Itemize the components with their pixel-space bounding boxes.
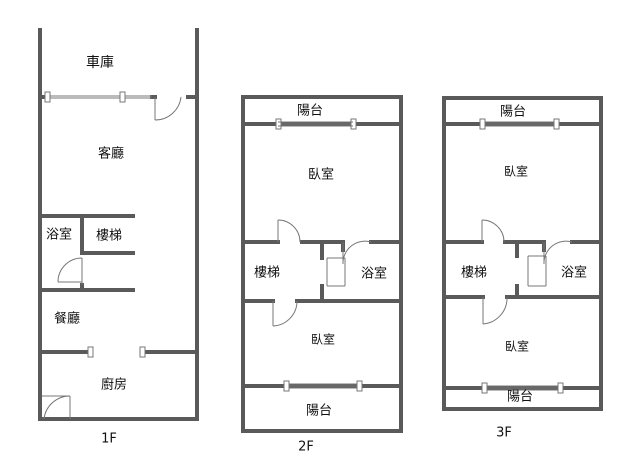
room-label-3f-bathroom: 浴室 [561,265,587,281]
room-label-3f-balcony-bottom: 陽台 [507,390,533,405]
room-label-1f-living-room: 客廳 [98,146,124,162]
room-label-3f-bedroom-bottom: 臥室 [505,339,529,354]
room-label-3f-balcony-top: 陽台 [500,105,526,120]
room-label-1f-stairs: 樓梯 [96,229,122,244]
room-label-2f-balcony-bottom: 陽台 [306,404,332,419]
room-label-1f-garage: 車庫 [86,54,114,71]
room-label-2f-bathroom: 浴室 [361,266,387,282]
room-label-1f-dining-room: 餐廳 [54,311,80,327]
floor-label-2f: 2F [298,440,314,455]
floor-1f-plan [38,28,199,421]
floor-2f-plan [241,95,403,433]
floor-label-3f: 3F [496,426,512,441]
room-label-2f-bedroom-top: 臥室 [308,167,334,183]
floor-3f-plan [442,96,603,411]
room-label-3f-bedroom-top: 臥室 [504,164,528,179]
room-label-1f-kitchen: 廚房 [101,377,127,393]
room-label-2f-bedroom-bottom: 臥室 [311,332,335,347]
room-label-1f-bathroom: 浴室 [46,227,72,243]
room-label-2f-stairs: 樓梯 [254,266,280,281]
room-label-3f-stairs: 樓梯 [461,266,487,281]
floor-label-1f: 1F [101,432,117,447]
room-label-2f-balcony-top: 陽台 [297,104,323,119]
